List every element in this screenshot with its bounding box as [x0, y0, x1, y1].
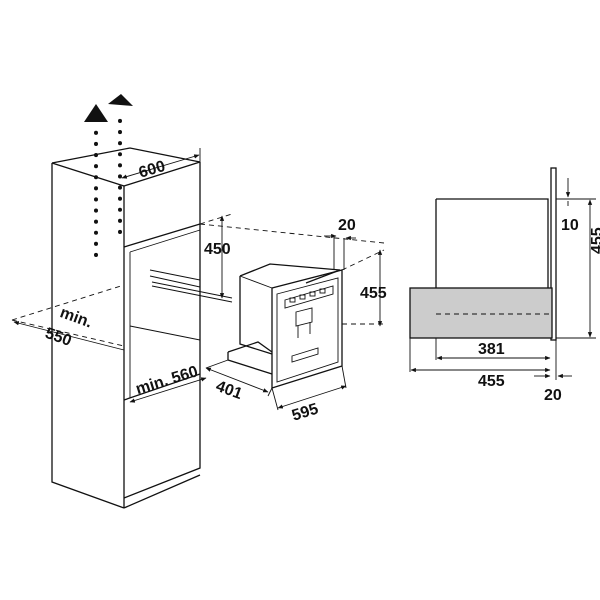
side-front-label: 20: [544, 387, 562, 404]
airflow-arrow-icon: [84, 94, 133, 255]
side-height-label: 455: [589, 227, 600, 254]
appliance-depth-label: 401: [214, 378, 245, 403]
coffee-machine: [228, 264, 342, 388]
appliance-height-label: 455: [360, 285, 387, 302]
side-total-depth-dimension: 455: [411, 370, 550, 390]
cabinet-width-dimension: 600: [122, 148, 200, 182]
min-width-label: min. 560: [134, 363, 200, 398]
appliance-width-dimension: 595: [272, 366, 346, 425]
panel-depth-label: 20: [338, 217, 356, 234]
niche-height-dimension: 450: [200, 214, 384, 298]
min-depth-label-bottom: 550: [43, 325, 74, 350]
appliance-height-dimension: 455: [342, 250, 387, 326]
appliance-depth-dimension: 401: [206, 360, 272, 403]
panel-depth-dimension: 20: [324, 217, 356, 270]
niche-height-label: 450: [204, 241, 231, 258]
min-depth-label-top: min.: [58, 304, 95, 331]
side-inner-depth-dimension: 381: [437, 341, 550, 358]
min-depth-dimension: min. 550: [12, 285, 124, 350]
min-width-dimension: min. 560: [130, 363, 206, 402]
side-inner-depth-label: 381: [478, 341, 505, 358]
side-top-label: 10: [561, 217, 579, 234]
cabinet-width-label: 600: [137, 158, 167, 182]
side-appliance-body: [410, 288, 552, 338]
side-top-dimension: 10: [556, 178, 579, 234]
appliance-width-label: 595: [290, 401, 321, 425]
side-front-dimension: 20: [534, 376, 572, 404]
side-total-depth-label: 455: [478, 373, 505, 390]
